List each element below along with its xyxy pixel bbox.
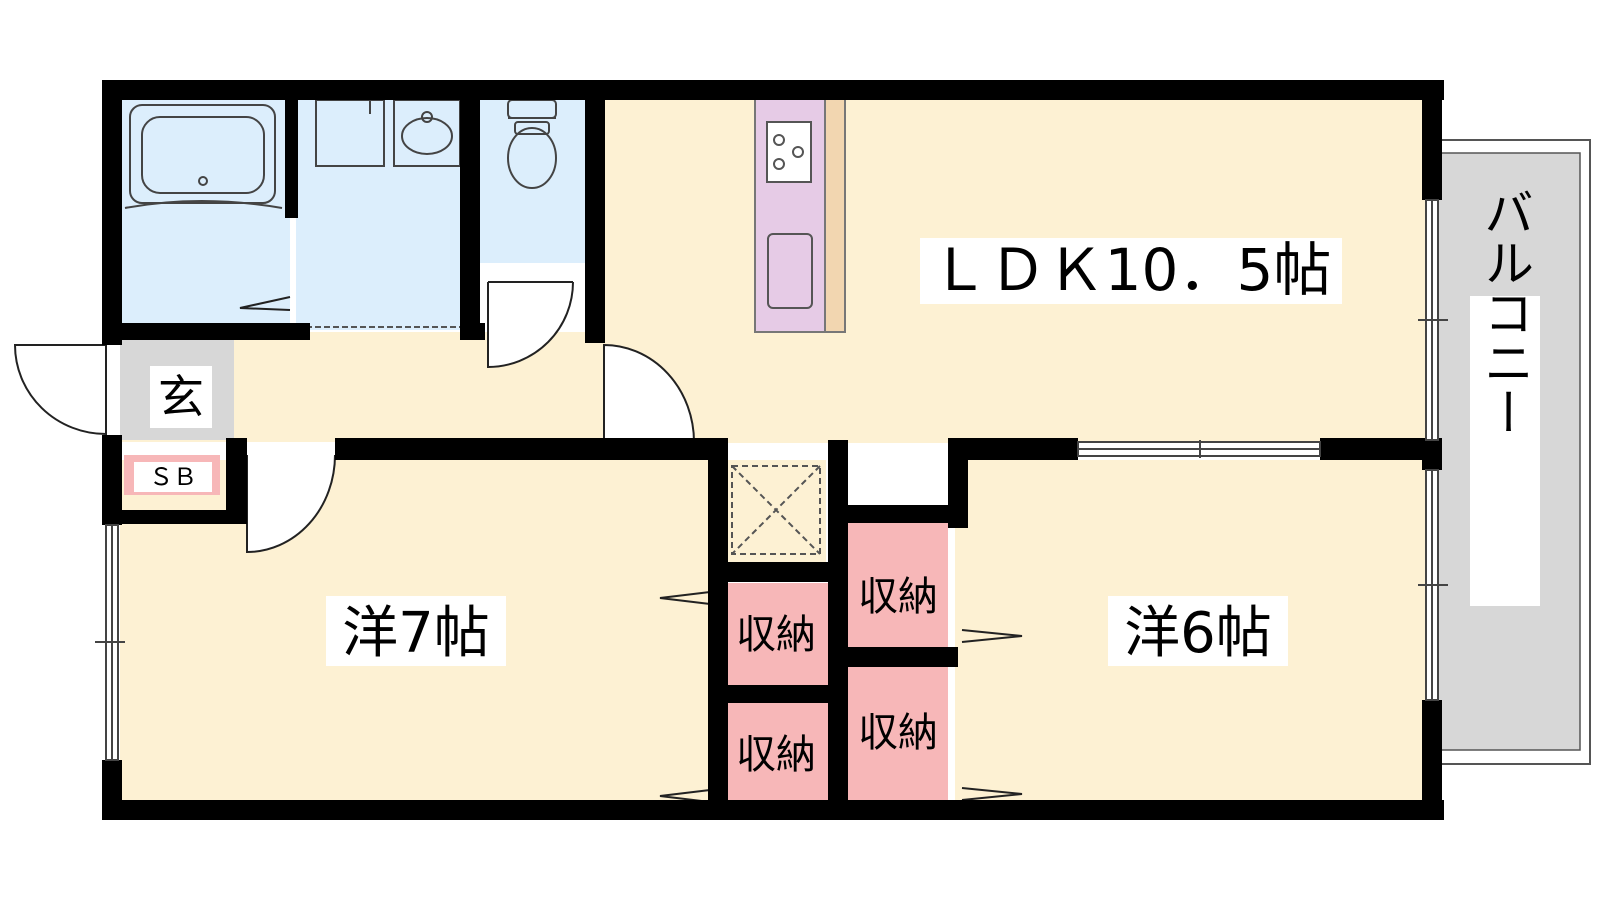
- balcony-label: バルコニー: [1476, 187, 1534, 437]
- doors: [13, 281, 1023, 803]
- closet-a-floor: [725, 583, 828, 685]
- stove: [766, 121, 812, 183]
- closet-c-label: 収納: [858, 574, 938, 620]
- closet-a-label: 収納: [736, 612, 816, 658]
- windows: [95, 199, 1448, 761]
- front-door: [13, 344, 107, 436]
- shoe-box-label: ＳＢ: [149, 463, 197, 491]
- closet-c-floor: [848, 523, 948, 647]
- toilet-door: [487, 281, 574, 369]
- closet-b-floor: [725, 703, 828, 805]
- sink: [767, 233, 813, 309]
- walls: [102, 80, 1444, 820]
- western7-label: 洋7帖: [342, 601, 490, 666]
- ldk-label: ＬＤＫ10．5帖: [931, 236, 1332, 304]
- wash-basin: [393, 99, 461, 167]
- washer: [315, 99, 385, 167]
- western7-door: [246, 454, 336, 554]
- counter-top: [824, 97, 846, 333]
- labels: ＬＤＫ10．5帖 洋7帖 洋6帖 玄 ＳＢ 収納 収納 収納 収納 バルコニー: [134, 187, 1534, 778]
- ldk-door: [603, 343, 696, 443]
- fixtures: [124, 97, 846, 555]
- western6-label: 洋6帖: [1124, 601, 1272, 666]
- toilet: [507, 99, 557, 119]
- entrance-label: 玄: [158, 370, 204, 424]
- toilet-floor: [480, 98, 585, 263]
- closet-d-label: 収納: [858, 710, 938, 756]
- balcony: [1424, 139, 1591, 765]
- closet-d-floor: [848, 667, 948, 805]
- closet-b-label: 収納: [736, 732, 816, 778]
